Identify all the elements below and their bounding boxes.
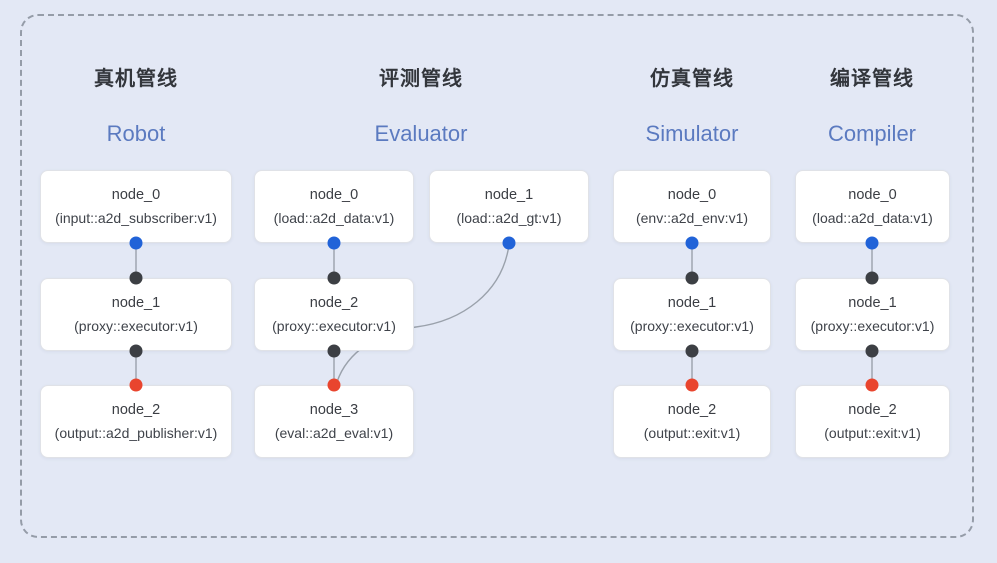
node-box-simulator-node2: node_2 (output::exit:v1) — [613, 385, 771, 458]
node-type: (proxy::executor:v1) — [810, 317, 935, 334]
node-box-simulator-node0: node_0 (env::a2d_env:v1) — [613, 170, 771, 243]
port-dot-dark — [129, 344, 143, 358]
node-type: (env::a2d_env:v1) — [635, 209, 749, 226]
pipeline-title-en-compiler: Compiler — [827, 121, 917, 146]
pipeline-title-zh-evaluator: 评测管线 — [379, 68, 463, 90]
pipeline-title-en-simulator: Simulator — [645, 121, 739, 146]
port-dot-dark — [327, 271, 341, 285]
pipeline-title-zh-simulator: 仿真管线 — [650, 68, 734, 90]
node-name: node_0 — [309, 186, 359, 203]
node-name: node_1 — [111, 294, 161, 311]
pipeline-title-zh-compiler: 编译管线 — [830, 68, 914, 90]
node-box-compiler-node1: node_1 (proxy::executor:v1) — [795, 278, 950, 351]
pipeline-title-en-robot: Robot — [106, 121, 166, 146]
pipeline-title-en-evaluator: Evaluator — [374, 121, 468, 146]
port-dot-blue — [129, 236, 143, 250]
node-type: (proxy::executor:v1) — [74, 317, 198, 334]
node-box-simulator-node1: node_1 (proxy::executor:v1) — [613, 278, 771, 351]
node-name: node_2 — [309, 294, 359, 311]
port-dot-dark — [129, 271, 143, 285]
port-dot-red — [865, 378, 879, 392]
node-box-robot-node0: node_0 (input::a2d_subscriber:v1) — [40, 170, 232, 243]
node-type: (proxy::executor:v1) — [272, 317, 396, 334]
port-dot-dark — [685, 271, 699, 285]
port-dot-red — [327, 378, 341, 392]
node-type: (proxy::executor:v1) — [630, 317, 754, 334]
node-name: node_2 — [848, 401, 897, 418]
port-dot-dark — [865, 344, 879, 358]
node-type: (input::a2d_subscriber:v1) — [55, 209, 217, 226]
node-name: node_0 — [848, 186, 897, 203]
port-dot-red — [129, 378, 143, 392]
node-name: node_0 — [111, 186, 161, 203]
node-type: (load::a2d_gt:v1) — [456, 209, 562, 226]
port-dot-blue — [327, 236, 341, 250]
port-dot-red — [685, 378, 699, 392]
node-box-evaluator-node1: node_1 (load::a2d_gt:v1) — [429, 170, 589, 243]
node-box-evaluator-node3: node_3 (eval::a2d_eval:v1) — [254, 385, 414, 458]
node-name: node_2 — [667, 401, 717, 418]
port-dot-blue — [685, 236, 699, 250]
port-dot-dark — [685, 344, 699, 358]
node-name: node_1 — [667, 294, 717, 311]
node-type: (output::a2d_publisher:v1) — [54, 424, 218, 441]
port-dot-blue — [865, 236, 879, 250]
node-name: node_1 — [484, 186, 534, 203]
port-dot-dark — [327, 344, 341, 358]
node-name: node_3 — [309, 401, 359, 418]
port-dot-dark — [865, 271, 879, 285]
node-name: node_0 — [667, 186, 717, 203]
node-type: (output::exit:v1) — [824, 424, 921, 441]
edge-evaluator-n1-n3-curve — [336, 244, 510, 383]
node-type: (output::exit:v1) — [643, 424, 741, 441]
node-box-evaluator-node2: node_2 (proxy::executor:v1) — [254, 278, 414, 351]
node-box-robot-node2: node_2 (output::a2d_publisher:v1) — [40, 385, 232, 458]
node-type: (load::a2d_data:v1) — [273, 209, 395, 226]
node-box-compiler-node0: node_0 (load::a2d_data:v1) — [795, 170, 950, 243]
pipeline-title-zh-robot: 真机管线 — [94, 68, 178, 90]
node-type: (eval::a2d_eval:v1) — [274, 424, 394, 441]
node-box-evaluator-node0: node_0 (load::a2d_data:v1) — [254, 170, 414, 243]
port-dot-blue — [502, 236, 516, 250]
node-name: node_2 — [111, 401, 161, 418]
node-name: node_1 — [848, 294, 897, 311]
node-box-robot-node1: node_1 (proxy::executor:v1) — [40, 278, 232, 351]
node-box-compiler-node2: node_2 (output::exit:v1) — [795, 385, 950, 458]
node-type: (load::a2d_data:v1) — [812, 209, 933, 226]
dashed-border-frame — [20, 14, 974, 538]
